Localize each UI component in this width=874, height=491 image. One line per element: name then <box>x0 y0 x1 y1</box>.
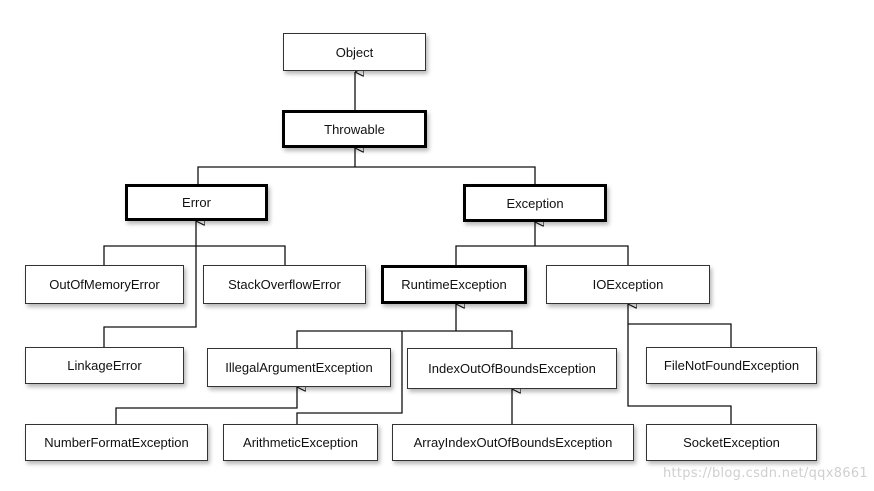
node-label: Throwable <box>324 121 385 137</box>
node-label: Error <box>182 195 211 210</box>
node-label: LinkageError <box>67 358 142 373</box>
node-label: StackOverflowError <box>228 277 341 292</box>
node-label: NumberFormatException <box>44 435 189 450</box>
edge-runtime-children <box>296 304 513 424</box>
node-out-of-memory-error: OutOfMemoryError <box>25 265 184 304</box>
edge-exception-children <box>455 222 629 265</box>
node-label: SocketException <box>683 435 780 450</box>
node-label: IndexOutOfBoundsException <box>428 361 596 376</box>
node-throwable: Throwable <box>282 110 427 148</box>
node-error: Error <box>125 184 268 221</box>
node-stack-overflow-error: StackOverflowError <box>203 265 366 304</box>
node-label: OutOfMemoryError <box>49 277 160 292</box>
node-label: FileNotFoundException <box>663 358 800 373</box>
node-label: Object <box>335 44 374 60</box>
node-index-out-of-bounds-exception: IndexOutOfBoundsException <box>407 348 617 389</box>
node-label: IOException <box>592 277 664 292</box>
node-exception: Exception <box>463 184 607 222</box>
node-label: ArithmeticException <box>243 435 358 450</box>
node-arithmetic-exception: ArithmeticException <box>223 424 378 461</box>
edge-error-children <box>103 221 286 347</box>
node-number-format-exception: NumberFormatException <box>25 424 208 461</box>
node-file-not-found-exception: FileNotFoundException <box>646 347 817 384</box>
node-label: Exception <box>506 195 564 211</box>
node-runtime-exception: RuntimeException <box>381 265 527 304</box>
watermark-text: https://blog.csdn.net/qqx8661 <box>662 466 868 481</box>
node-io-exception: IOException <box>546 265 710 304</box>
node-label: IllegalArgumentException <box>225 360 373 375</box>
node-illegal-argument-exception: IllegalArgumentException <box>207 348 391 387</box>
node-array-index-out-of-bounds-exception: ArrayIndexOutOfBoundsException <box>392 424 634 461</box>
node-linkage-error: LinkageError <box>25 347 184 384</box>
node-object: Object <box>283 33 426 71</box>
node-label: ArrayIndexOutOfBoundsException <box>413 435 613 450</box>
node-socket-exception: SocketException <box>646 424 817 461</box>
node-label: RuntimeException <box>401 277 507 292</box>
edge-io-children <box>628 304 732 424</box>
edge-numberformat-illegalargument <box>115 387 297 424</box>
edge-error-exception-throwable <box>197 148 536 184</box>
